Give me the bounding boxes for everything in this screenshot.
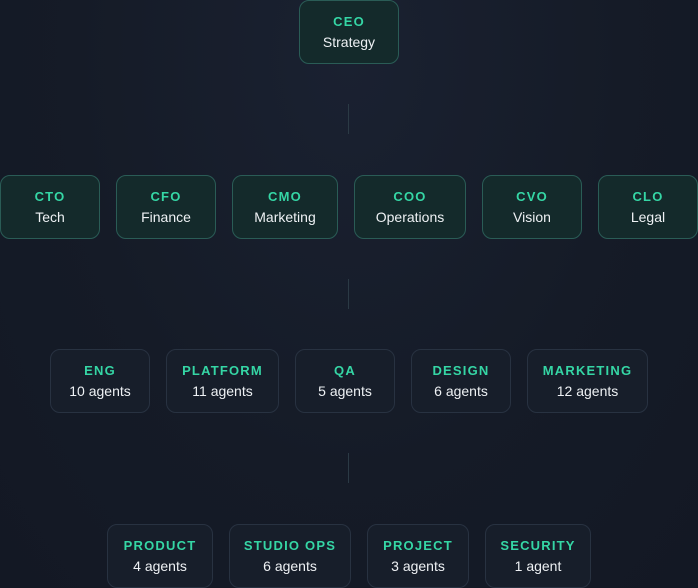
node-team-security[interactable]: SECURITY 1 agent xyxy=(485,524,591,588)
node-role: CEO xyxy=(333,13,365,29)
node-description: Strategy xyxy=(322,33,376,50)
node-role: CVO xyxy=(516,188,548,204)
node-role: PROJECT xyxy=(383,537,453,553)
node-clo[interactable]: CLO Legal xyxy=(598,175,698,239)
node-description: 6 agents xyxy=(434,382,488,399)
node-role: PLATFORM xyxy=(182,362,263,378)
node-cfo[interactable]: CFO Finance xyxy=(116,175,216,239)
node-description: 4 agents xyxy=(133,557,187,574)
node-cmo[interactable]: CMO Marketing xyxy=(232,175,338,239)
node-description: 1 agent xyxy=(514,557,562,574)
node-description: Operations xyxy=(375,208,445,225)
node-role: CMO xyxy=(268,188,302,204)
node-role: SECURITY xyxy=(500,537,576,553)
node-role: MARKETING xyxy=(542,362,633,378)
node-team-qa[interactable]: QA 5 agents xyxy=(295,349,395,413)
node-role: COO xyxy=(393,188,427,204)
node-description: 6 agents xyxy=(263,557,317,574)
node-team-platform[interactable]: PLATFORM 11 agents xyxy=(166,349,279,413)
node-description: Marketing xyxy=(254,208,316,225)
node-description: 11 agents xyxy=(192,382,253,399)
node-description: Legal xyxy=(630,208,666,225)
connector-line xyxy=(348,104,349,134)
node-team-studio-ops[interactable]: STUDIO OPS 6 agents xyxy=(229,524,351,588)
node-coo[interactable]: COO Operations xyxy=(354,175,466,239)
node-team-design[interactable]: DESIGN 6 agents xyxy=(411,349,511,413)
node-description: Vision xyxy=(513,208,551,225)
node-role: CTO xyxy=(34,188,66,204)
node-team-marketing[interactable]: MARKETING 12 agents xyxy=(527,349,648,413)
node-description: 10 agents xyxy=(69,382,131,399)
node-team-project[interactable]: PROJECT 3 agents xyxy=(367,524,469,588)
node-role: QA xyxy=(334,362,356,378)
node-role: CFO xyxy=(150,188,182,204)
node-description: 3 agents xyxy=(391,557,445,574)
node-role: PRODUCT xyxy=(123,537,197,553)
node-team-eng[interactable]: ENG 10 agents xyxy=(50,349,150,413)
connector-line xyxy=(348,453,349,483)
node-description: 5 agents xyxy=(318,382,372,399)
node-role: ENG xyxy=(84,362,116,378)
node-cvo[interactable]: CVO Vision xyxy=(482,175,582,239)
node-cto[interactable]: CTO Tech xyxy=(0,175,100,239)
node-description: Tech xyxy=(35,208,65,225)
node-team-product[interactable]: PRODUCT 4 agents xyxy=(107,524,213,588)
node-role: DESIGN xyxy=(432,362,490,378)
node-description: Finance xyxy=(141,208,191,225)
node-description: 12 agents xyxy=(556,382,619,399)
node-role: CLO xyxy=(632,188,664,204)
node-role: STUDIO OPS xyxy=(243,537,337,553)
node-ceo[interactable]: CEO Strategy xyxy=(299,0,399,64)
connector-line xyxy=(348,279,349,309)
